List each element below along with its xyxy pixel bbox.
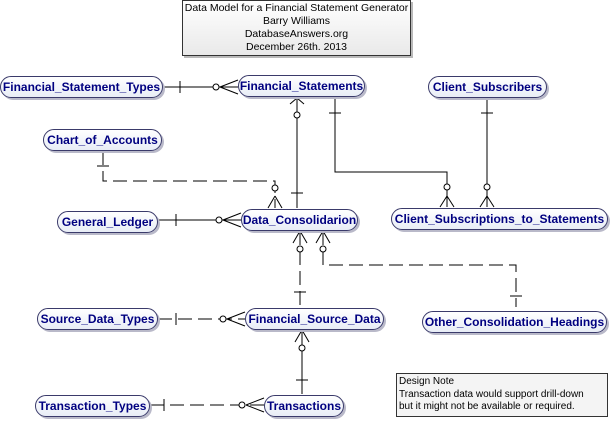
- entity-client-subscriptions-to-statements[interactable]: Client_Subscriptions_to_Statements: [391, 208, 608, 230]
- rel-source-data-to-transactions: [294, 329, 310, 394]
- entity-financial-source-data[interactable]: Financial_Source_Data: [245, 308, 384, 330]
- entity-financial-statements[interactable]: Financial_Statements: [238, 75, 365, 97]
- rel-statement-types-to-statements: [163, 79, 239, 95]
- design-note-line-2: but it might not be available or require…: [399, 401, 575, 412]
- entity-transaction-types[interactable]: Transaction_Types: [35, 395, 150, 417]
- entity-client-subscribers[interactable]: Client_Subscribers: [428, 76, 547, 98]
- entity-transactions[interactable]: Transactions: [264, 395, 344, 417]
- rel-statements-to-consolidation: [289, 97, 305, 208]
- diagram-date: December 26th. 2013: [246, 41, 347, 53]
- entity-general-ledger[interactable]: General_Ledger: [57, 211, 158, 233]
- rel-general-ledger-to-consolidation: [158, 212, 242, 228]
- design-note-line-1: Transaction data would support drill-dow…: [399, 388, 584, 400]
- rel-source-data-types-to-source-data: [158, 311, 246, 327]
- entity-other-consolidation-headings[interactable]: Other_Consolidation_Headings: [422, 311, 607, 333]
- rel-transaction-types-to-transactions: [150, 397, 265, 413]
- entity-chart-of-accounts[interactable]: Chart_of_Accounts: [43, 129, 162, 151]
- rel-statements-to-subscriptions: [329, 98, 455, 208]
- diagram-title-block: Data Model for a Financial Statement Gen…: [182, 0, 411, 56]
- design-note: Design Note Transaction data would suppo…: [396, 373, 608, 417]
- design-note-title: Design Note: [399, 376, 455, 387]
- diagram-website: DatabaseAnswers.org: [244, 28, 349, 40]
- entity-source-data-types[interactable]: Source_Data_Types: [37, 308, 158, 330]
- entity-data-consolidation[interactable]: Data_Consolidarion: [241, 209, 358, 231]
- diagram-author: Barry Williams: [262, 15, 331, 27]
- rel-subscribers-to-subscriptions: [479, 98, 495, 208]
- rel-chart-of-accounts-to-consolidation: [97, 151, 283, 209]
- rel-consolidation-to-other-headings: [315, 230, 522, 307]
- rel-consolidation-to-source-data: [292, 230, 308, 307]
- entity-financial-statement-types[interactable]: Financial_Statement_Types: [0, 76, 163, 98]
- diagram-title: Data Model for a Financial Statement Gen…: [184, 2, 409, 14]
